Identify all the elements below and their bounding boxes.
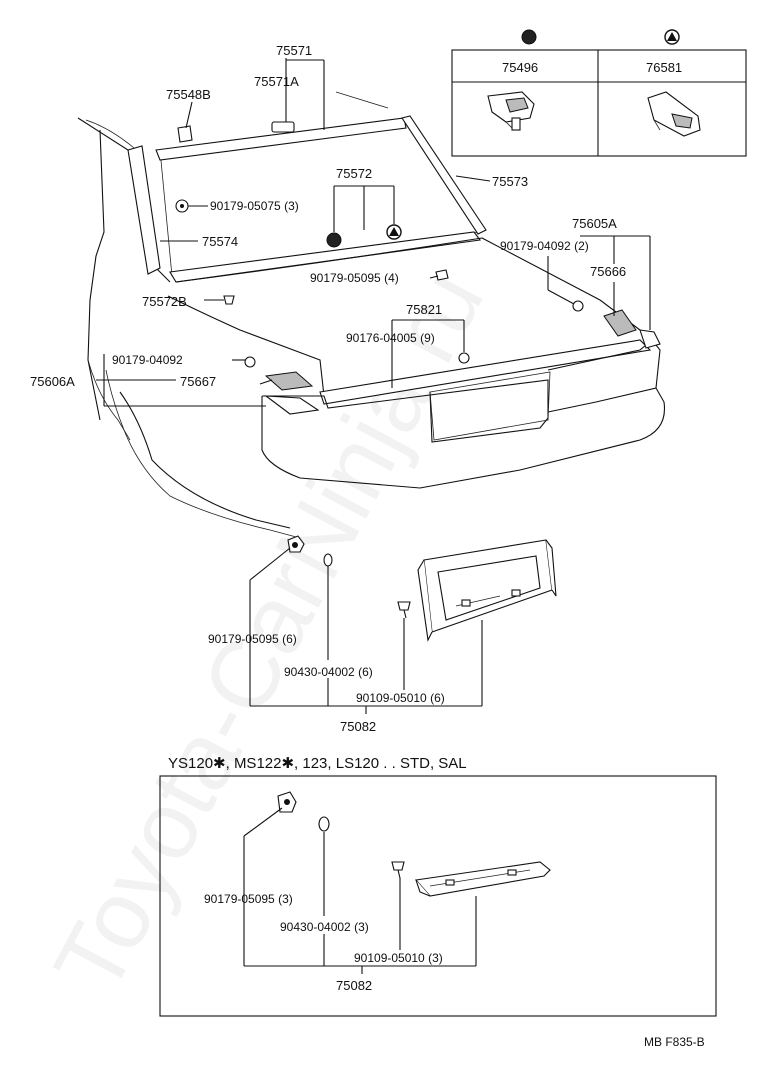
variant-inset: YS120✱, MS122✱, 123, LS120 . . STD, SAL …	[159, 755, 717, 1017]
legend-code-76581: 76581	[646, 60, 682, 75]
screw-90109-05010-3-icon	[391, 861, 405, 871]
label-90430-04002-3: 90430-04002 (3)	[280, 920, 369, 934]
clip-75572b-icon	[223, 295, 235, 305]
label-75605a: 75605A	[572, 216, 617, 231]
triangle-marker-icon	[389, 227, 399, 236]
clip-75548b-icon	[177, 125, 193, 143]
label-75548b: 75548B	[166, 87, 211, 102]
nut-90176-04005-icon	[458, 352, 470, 364]
clip-76581-drawing	[647, 91, 701, 137]
washer-90430-04002-3-icon	[318, 816, 330, 832]
label-75571: 75571	[276, 43, 312, 58]
label-90176-04005: 90176-04005 (9)	[346, 331, 435, 345]
label-90179-05095-3: 90179-05095 (3)	[204, 892, 293, 906]
label-75082-lower: 75082	[340, 719, 376, 734]
label-90109-05010-3: 90109-05010 (3)	[354, 951, 443, 965]
label-75574: 75574	[202, 234, 238, 249]
nut-90179-04092-right-icon	[572, 300, 584, 312]
label-75666: 75666	[590, 264, 626, 279]
label-90179-05095-6: 90179-05095 (6)	[208, 632, 297, 646]
label-90179-05095-4: 90179-05095 (4)	[310, 271, 399, 285]
circle-marker-icon	[326, 232, 342, 248]
label-75571a: 75571A	[254, 74, 299, 89]
label-90179-04092-2: 90179-04092 (2)	[500, 239, 589, 253]
license-lamp-group: 90179-05095 (6) 90430-04002 (6) 90109-05…	[208, 535, 557, 734]
upper-labels: 75571 75571A 75548B 90179-05075 (3) 7557…	[30, 43, 626, 389]
diagram-code: MB F835-B	[644, 1035, 705, 1049]
label-90179-05075: 90179-05075 (3)	[210, 199, 299, 213]
label-90430-04002-6: 90430-04002 (6)	[284, 665, 373, 679]
leader-lines-upper	[96, 58, 651, 407]
nut-90179-05095-icon	[435, 269, 449, 281]
label-90109-05010-6: 90109-05010 (6)	[356, 691, 445, 705]
lamp-housing-75082-drawing	[417, 539, 557, 642]
washer-90430-04002-6-icon	[323, 553, 333, 567]
clip-75571a-icon	[271, 121, 295, 133]
screw-90109-05010-6-icon	[397, 601, 411, 611]
legend-code-75496: 75496	[502, 60, 538, 75]
label-75667: 75667	[180, 374, 216, 389]
label-90179-04092: 90179-04092	[112, 353, 183, 367]
label-75606a: 75606A	[30, 374, 75, 389]
label-75572: 75572	[336, 166, 372, 181]
clip-75496-drawing	[487, 91, 535, 131]
legend-box: 75496 76581	[451, 29, 747, 157]
triangle-symbol-icon	[667, 32, 677, 41]
label-75572b: 75572B	[142, 294, 187, 309]
label-75821: 75821	[406, 302, 442, 317]
car-body-drawing	[77, 115, 666, 539]
label-75082-inset: 75082	[336, 978, 372, 993]
label-75573: 75573	[492, 174, 528, 189]
inset-header: YS120✱, MS122✱, 123, LS120 . . STD, SAL	[168, 755, 467, 772]
circle-symbol-icon	[521, 29, 537, 45]
nut-90179-04092-left-icon	[244, 356, 256, 368]
lamp-housing-75082-inset-drawing	[414, 861, 551, 897]
